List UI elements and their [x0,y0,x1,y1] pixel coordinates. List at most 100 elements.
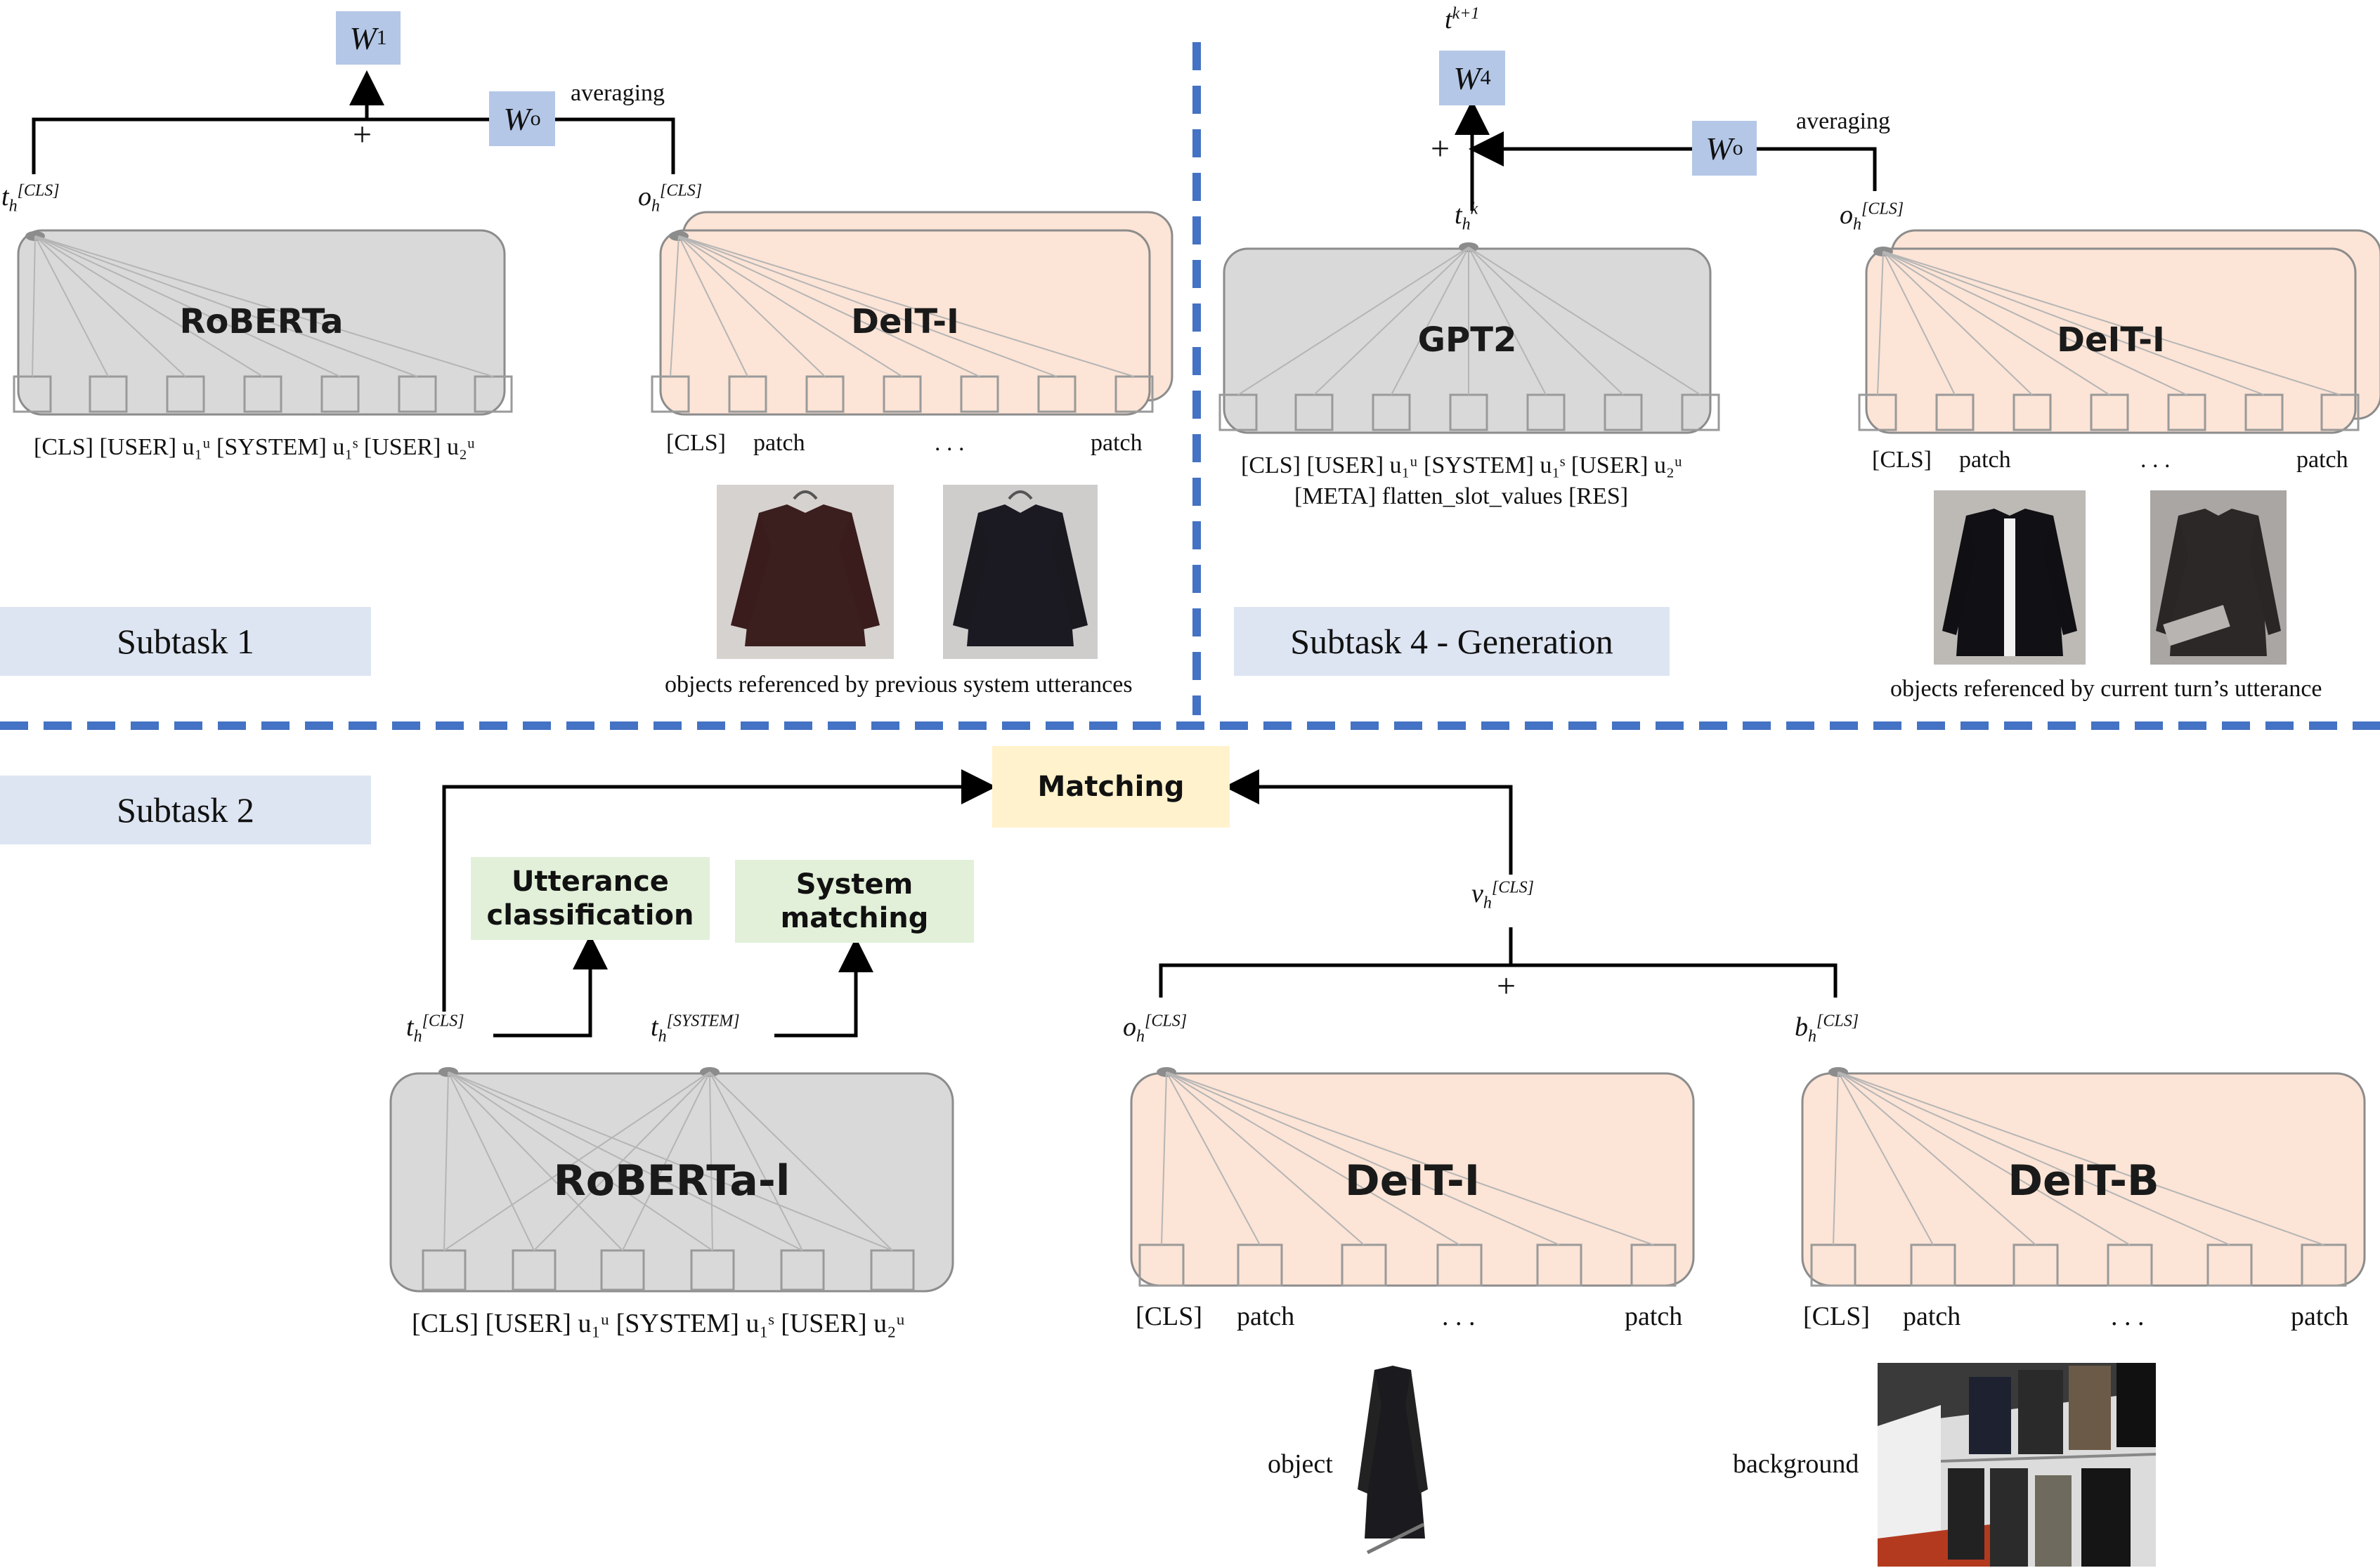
caption-subtask4: objects referenced by current turn’s utt… [1890,676,2322,702]
image-token-patch1-subtask1: patch [753,430,805,456]
image-token-cls-subtask4: [CLS] [1872,447,1932,473]
jacket-photo-3 [1934,490,2086,665]
b-superscript: [CLS] [1816,1012,1859,1031]
utterance-classification-box: Utterance classification [471,857,710,940]
subtask2-attention-lines [438,1067,2324,1251]
o-subscript: h [651,197,660,216]
o2-subscript: h [1136,1027,1145,1046]
roberta-attention-line [32,235,36,377]
object-photo [1353,1363,1432,1567]
plus-sign-subtask2: + [1497,967,1516,1005]
o4-symbol: o [1840,200,1853,230]
deit-background-attention-line [1838,1071,2230,1246]
w1-symbol: W [349,20,377,56]
t2-symbol: t [406,1012,414,1042]
deit-model-label-subtask1: DeIT-I [851,302,959,341]
o-cls-label-subtask1: oh[CLS] [638,181,702,216]
subtask4-deit-encoder [1865,229,2380,434]
t-next-symbol: t [1445,5,1452,34]
image-token-patch2-subtask4: patch [2296,447,2348,473]
object-token-patch1: patch [1237,1302,1295,1331]
t-cls-label-subtask2: th[CLS] [406,1012,464,1047]
t-next-label: tk+1 [1445,4,1479,35]
subtask4-aggregation-lines [1455,100,1877,211]
roberta-l-system-attention-line [443,1071,710,1251]
object-token-patch2: patch [1625,1302,1683,1331]
roberta-l-cls-attention-line [448,1071,713,1251]
deit-s4-attention-line [1882,251,2187,396]
roberta-attention-line [34,235,109,377]
deit-background-attention-line [1838,1071,2131,1246]
roberta-attention-line [34,235,264,377]
w4-subscript: 4 [1480,66,1491,89]
image-token-patch1-subtask4: patch [1959,447,2011,473]
subtask1-attention-lines [25,231,1135,377]
roberta-l-system-attention-line [622,1071,710,1251]
subtask1-aggregation-lines [32,70,675,174]
o-superscript: [CLS] [660,181,703,200]
deit-s4-attention-line [1882,251,2033,396]
deit-model-label-subtask4: DeIT-I [2057,320,2165,360]
gpt2-model-label: GPT2 [1417,320,1517,360]
tsys-symbol: t [651,1012,658,1042]
gpt2-attention-line [1313,247,1469,396]
text-token-sequence-subtask4-line1: [CLS] [USER] u₁ᵘ [SYSTEM] u₁ˢ [USER] u₂ᵘ [1241,452,1682,478]
o2-superscript: [CLS] [1145,1012,1188,1031]
v-cls-label: vh[CLS] [1471,878,1534,913]
text-token-sequence-subtask2: [CLS] [USER] u₁ᵘ [SYSTEM] u₁ˢ [USER] u₂ᵘ [412,1309,905,1338]
deit-background-attention-line [1838,1071,2036,1246]
deit-s1-attention-line [678,235,1058,377]
o4-subscript: h [1853,215,1861,234]
subtask1-deit-encoder [659,211,1173,416]
v-subscript: h [1483,894,1492,913]
background-token-dots: . . . [2111,1302,2145,1331]
deit-s1-attention-line [678,235,748,377]
matching-box: Matching [992,746,1230,828]
roberta-l-system-attention-line [533,1071,710,1251]
deit-s4-attention-line [1882,251,2110,396]
subtask2-flow-lines [442,769,1838,1038]
deit-s1-attention-line [678,235,980,377]
roberta-attention-line [34,235,494,377]
jacket-photo-4 [2150,490,2287,665]
wo-subscript-subtask4: o [1732,136,1743,159]
tk-subscript: h [1462,215,1471,234]
deit-s1-attention-line [678,235,1135,377]
jacket-photo-2 [943,485,1098,659]
jacket-photo-1 [717,485,894,659]
t-superscript: [CLS] [17,181,60,200]
gpt2-attention-line [1468,247,1701,396]
deit-s4-attention-line [1882,251,2341,396]
averaging-label-subtask4: averaging [1796,108,1891,134]
subtask1-label: Subtask 1 [0,607,371,676]
object-token-dots: . . . [1442,1302,1476,1331]
roberta-l-model-label: RoBERTa-l [553,1156,791,1206]
b-symbol: b [1795,1012,1808,1042]
deit-s4-attention-line [1882,251,1956,396]
system-matching-box: System matching [735,860,974,943]
deit-object-model-label: DeIT-I [1344,1156,1481,1206]
roberta-attention-line [34,235,418,377]
deit-s4-attention-line [1882,251,2265,396]
object-image-label: object [1268,1449,1333,1479]
background-token-patch2: patch [2291,1302,2349,1331]
b-subscript: h [1808,1027,1816,1046]
background-token-cls: [CLS] [1803,1302,1870,1331]
background-token-patch1: patch [1903,1302,1961,1331]
background-photo [1878,1363,2157,1567]
tk-superscript: k [1470,200,1478,218]
image-token-cls-subtask1: [CLS] [666,430,726,456]
wo-subscript: o [530,107,541,130]
subtask4-label: Subtask 4 - Generation [1234,607,1670,676]
b-cls-label: bh[CLS] [1795,1012,1859,1047]
deit-object-attention-line [1166,1071,1460,1246]
o4-superscript: [CLS] [1861,200,1904,218]
background-image-label: background [1733,1449,1859,1479]
w4-symbol: W [1453,60,1481,96]
deit-s1-attention-line [678,235,826,377]
roberta-l-cls-attention-line [448,1071,623,1251]
roberta-l-system-attention-line [709,1071,713,1251]
